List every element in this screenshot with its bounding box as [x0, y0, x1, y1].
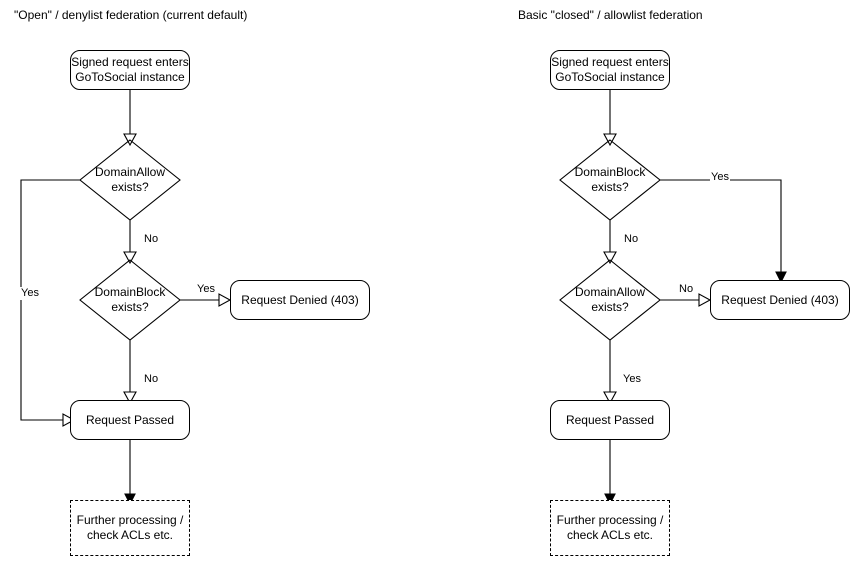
arrowhead-passed-to-further: [124, 493, 136, 506]
left-further-processing-node: Further processing / check ACLs etc.: [70, 500, 190, 556]
left-decision-domainallow-label: DomainAllow exists?: [94, 165, 166, 194]
left-decision-domainblock-label: DomainBlock exists?: [94, 285, 166, 314]
arrowhead-domainallow-yes-right: [603, 391, 617, 405]
left-decision-domainallow: DomainAllow exists?: [80, 140, 180, 220]
right-label-domainallow-no: No: [678, 283, 695, 296]
right-further-processing-node: Further processing / check ACLs etc.: [550, 500, 670, 556]
left-diagram-title: "Open" / denylist federation (current de…: [14, 8, 248, 22]
left-label-domainblock-no: No: [143, 373, 160, 386]
right-decision-domainallow-label: DomainAllow exists?: [574, 285, 646, 314]
left-label-domainallow-no: No: [143, 233, 160, 246]
right-label-domainallow-yes: Yes: [622, 373, 642, 386]
right-entry-node: Signed request enters GoToSocial instanc…: [550, 50, 670, 90]
left-request-passed-node: Request Passed: [70, 400, 190, 440]
left-label-domainblock-yes: Yes: [196, 283, 216, 296]
right-label-domainblock-yes: Yes: [710, 171, 730, 184]
edge-domainblock-yes-right: [660, 179, 782, 272]
right-decision-domainallow: DomainAllow exists?: [560, 260, 660, 340]
arrowhead-domainblock-no: [123, 391, 137, 405]
left-label-domainallow-yes: Yes: [20, 287, 40, 300]
left-request-denied-node: Request Denied (403): [230, 280, 370, 320]
arrowhead-passed-to-further-right: [604, 493, 616, 506]
arrowhead-domainblock-no-right: [603, 251, 617, 265]
arrowhead-domainallow-yes: [62, 413, 76, 427]
arrowhead-domainblock-yes: [218, 293, 232, 307]
diamond-shape-domainblock-right: [559, 139, 661, 221]
right-decision-domainblock: DomainBlock exists?: [560, 140, 660, 220]
left-decision-domainblock: DomainBlock exists?: [80, 260, 180, 340]
left-entry-node: Signed request enters GoToSocial instanc…: [70, 50, 190, 90]
arrowhead-domainallow-no: [123, 251, 137, 265]
edge-domainallow-yes: [20, 179, 80, 421]
right-label-domainblock-no: No: [623, 233, 640, 246]
diamond-shape-domainallow-right: [559, 259, 661, 341]
diamond-shape-domainblock: [79, 259, 181, 341]
right-diagram-title: Basic "closed" / allowlist federation: [518, 8, 703, 22]
right-decision-domainblock-label: DomainBlock exists?: [574, 165, 646, 194]
diamond-shape-domainallow: [79, 139, 181, 221]
right-request-denied-node: Request Denied (403): [710, 280, 850, 320]
arrowhead-domainblock-yes-right: [775, 271, 787, 284]
arrowhead-domainallow-no-right: [698, 293, 712, 307]
right-request-passed-node: Request Passed: [550, 400, 670, 440]
